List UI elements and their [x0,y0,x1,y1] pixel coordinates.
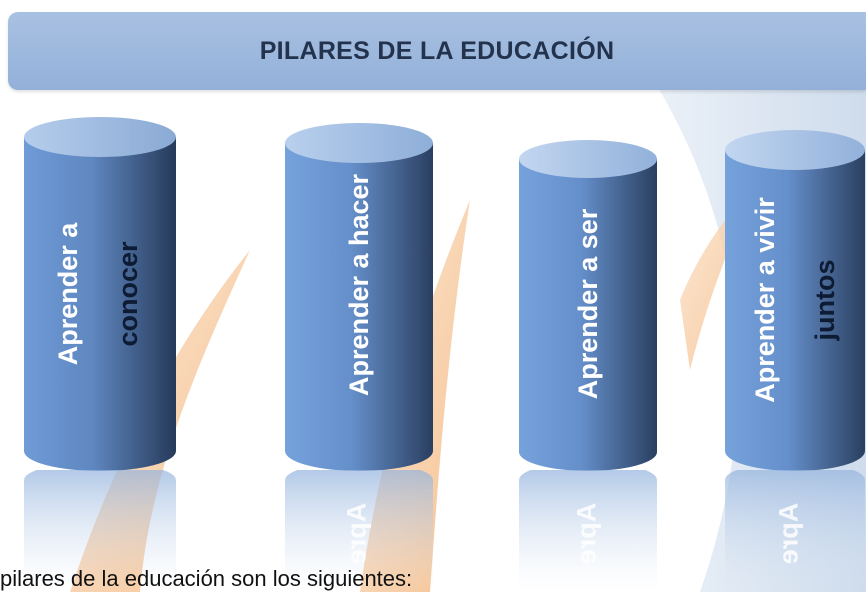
pillar-reflections [24,470,865,592]
reflection-text: Apre [773,502,804,565]
pillar-label: Aprender a conocer [38,114,158,474]
pillar-aprender-a-conocer: Aprender a conocer [24,117,176,471]
cylinder-shape [24,117,176,471]
pillar-aprender-a-hacer: Aprender a hacer [285,123,433,471]
pillar-aprender-a-vivir-juntos: Aprender a vivir juntos [725,130,866,471]
cylinder-shape [519,140,657,471]
pillar-label: Aprender a ser [528,124,648,484]
pillar-label-line1: Aprender a hacer [344,173,374,397]
title-banner: PILARES DE LA EDUCACIÓN [8,12,866,90]
cylinder-shape [725,130,865,471]
pillar-label: Aprender a vivir juntos [735,120,855,480]
cylinder-shape [285,123,433,471]
pillar-label: Aprender a hacer [299,105,419,465]
intro-sentence: pilares de la educación son los siguient… [0,566,413,591]
pillar-label-line2: conocer [113,241,143,347]
reflection-text: Apre [341,502,372,565]
pillar-label-line1: Aprender a ser [573,208,603,400]
pillar-label-line1: Aprender a [53,222,83,366]
orange-swoosh-right [680,180,760,370]
pillar-label-line1: Aprender a vivir [750,197,780,403]
reflection-text: Apre [571,502,602,565]
pillar-aprender-a-ser: Aprender a ser [519,140,657,471]
pillar-label-line2: juntos [810,259,840,341]
page-title: PILARES DE LA EDUCACIÓN [259,36,615,65]
